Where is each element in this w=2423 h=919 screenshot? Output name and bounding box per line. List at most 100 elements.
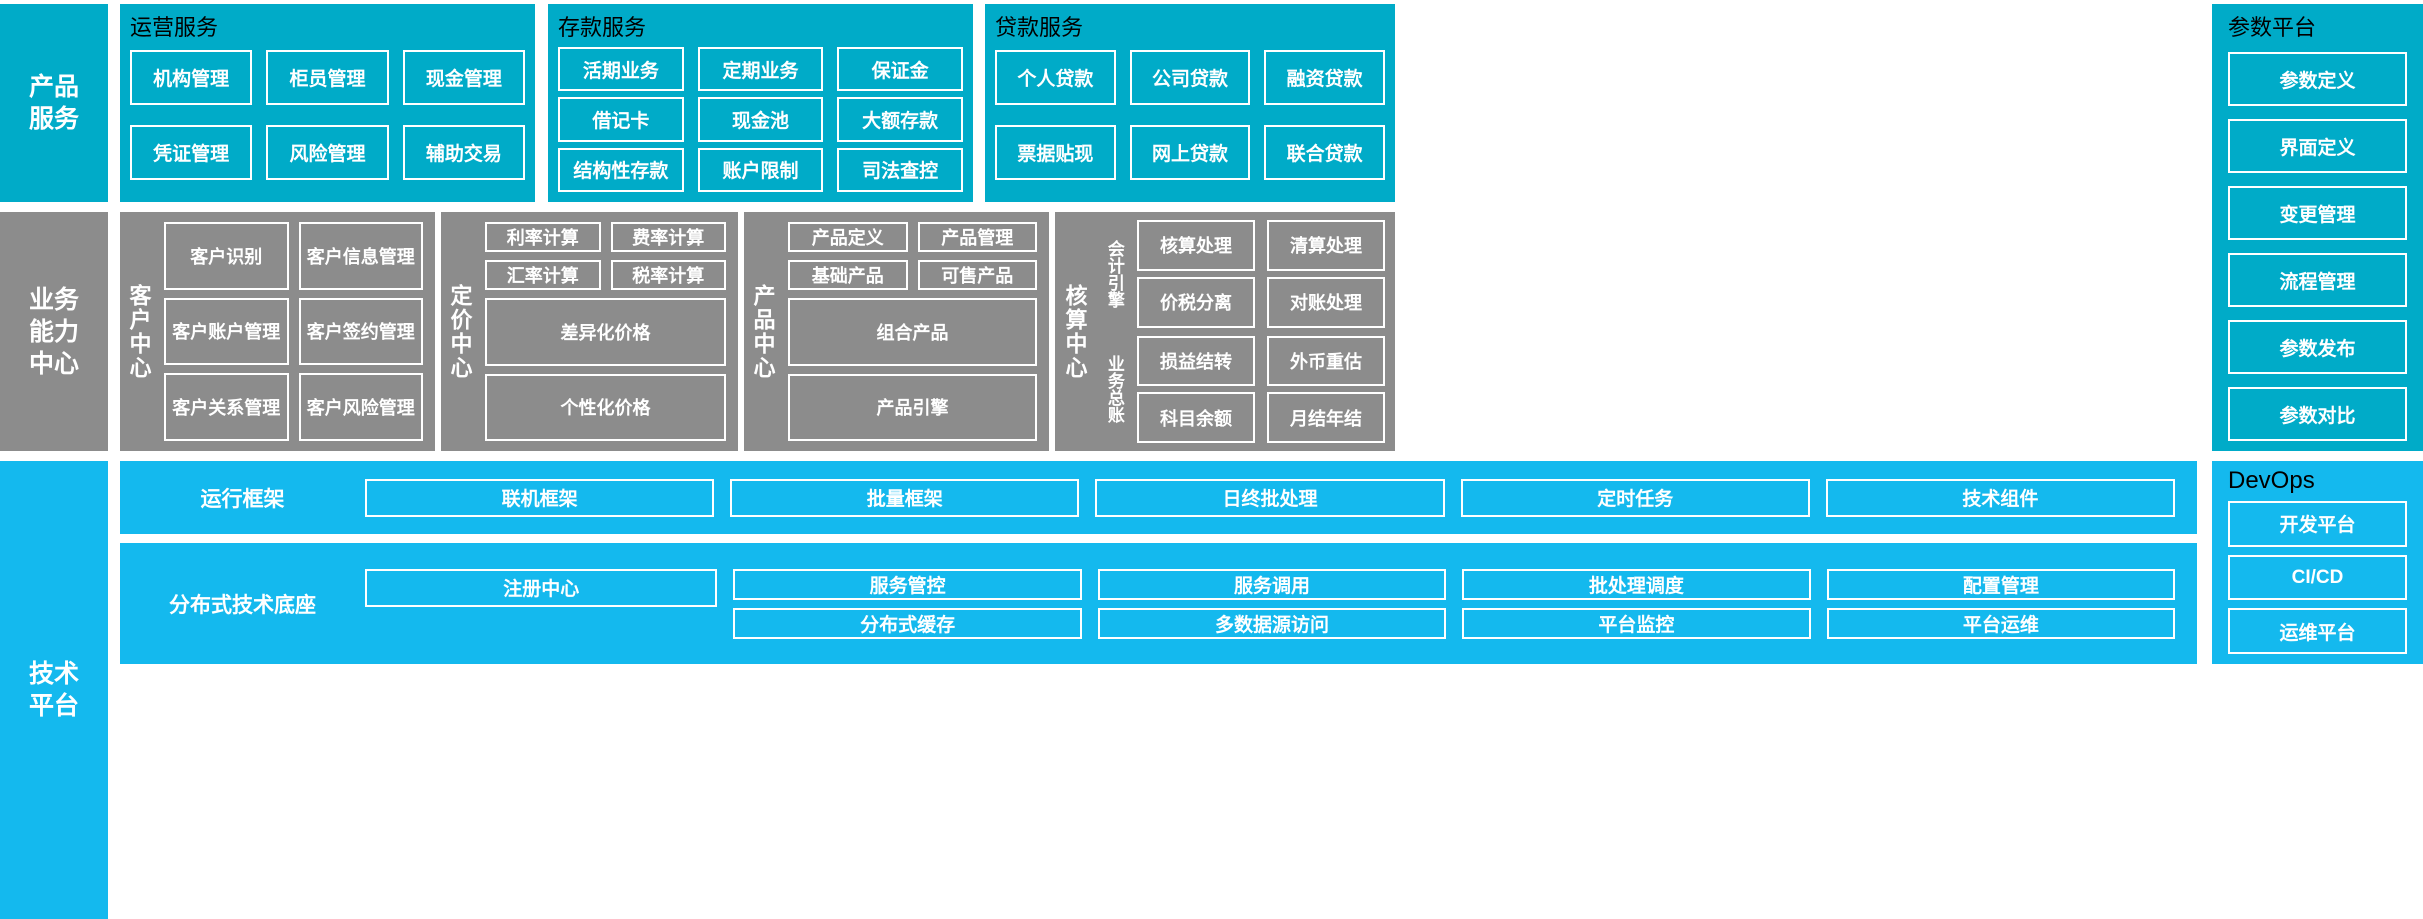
- cell-judicial-inquiry[interactable]: 司法查控: [837, 147, 963, 192]
- cell-accounting-processing[interactable]: 核算处理: [1137, 220, 1255, 271]
- cell-product-engine[interactable]: 产品引擎: [788, 373, 1037, 441]
- column-parameter-platform: 参数平台 参数定义 界面定义 变更管理 流程管理 参数发布 参数对比: [2212, 4, 2423, 451]
- cell-syndicated-loan[interactable]: 联合贷款: [1264, 125, 1385, 180]
- stack-config-management: 配置管理 平台运维: [1826, 568, 2176, 639]
- cell-teller-management[interactable]: 柜员管理: [266, 50, 389, 105]
- center-product-label: 产品中心: [750, 283, 776, 380]
- cell-large-deposit[interactable]: 大额存款: [837, 97, 963, 142]
- cell-sellable-product[interactable]: 可售产品: [917, 260, 1037, 290]
- cell-composite-product[interactable]: 组合产品: [788, 298, 1037, 366]
- band-run-framework-label: 运行框架: [200, 487, 285, 511]
- cell-exchange-rate-calculation[interactable]: 汇率计算: [485, 260, 601, 290]
- cell-interface-definition[interactable]: 界面定义: [2228, 119, 2407, 173]
- cell-bill-discount[interactable]: 票据贴现: [995, 125, 1116, 180]
- cell-technical-component[interactable]: 技术组件: [1825, 478, 2176, 517]
- cell-interest-rate-calculation[interactable]: 利率计算: [485, 222, 601, 252]
- cell-account-restriction[interactable]: 账户限制: [697, 147, 824, 192]
- cell-end-of-day-batch[interactable]: 日终批处理: [1095, 478, 1445, 517]
- cell-institution-management[interactable]: 机构管理: [130, 50, 253, 105]
- cell-platform-monitoring[interactable]: 平台监控: [1462, 607, 1811, 639]
- center-pricing: 定价中心 利率计算 费率计算 汇率计算 税率计算 差异化价格 个性化价格: [441, 212, 738, 451]
- cell-config-management[interactable]: 配置管理: [1826, 568, 2176, 600]
- center-product: 产品中心 产品定义 产品管理 基础产品 可售产品 组合产品 产品引擎: [744, 212, 1049, 451]
- cell-parameter-definition[interactable]: 参数定义: [2228, 52, 2407, 106]
- stack-service-invocation: 服务调用 多数据源访问: [1097, 568, 1447, 639]
- cell-ci-cd[interactable]: CI/CD: [2228, 554, 2407, 601]
- cell-margin-deposit[interactable]: 保证金: [837, 47, 963, 92]
- layer-rail-business-capability: 业务 能力 中心: [0, 212, 108, 451]
- cell-reconciliation-processing[interactable]: 对账处理: [1267, 276, 1385, 328]
- cell-personalized-pricing[interactable]: 个性化价格: [485, 373, 726, 441]
- cell-process-management[interactable]: 流程管理: [2228, 253, 2407, 307]
- cell-product-management[interactable]: 产品管理: [917, 222, 1037, 252]
- cell-time-deposit[interactable]: 定期业务: [697, 47, 824, 92]
- cell-product-definition[interactable]: 产品定义: [788, 222, 908, 252]
- cell-price-tax-separation[interactable]: 价税分离: [1137, 276, 1255, 328]
- band-distributed-base-label: 分布式技术底座: [169, 593, 316, 617]
- cell-cash-management[interactable]: 现金管理: [402, 50, 525, 105]
- cell-month-year-end-closing[interactable]: 月结年结: [1267, 392, 1385, 443]
- subblock-accounting-engine-label: 会计引擎: [1104, 239, 1124, 308]
- group-loan-service-title: 贷款服务: [995, 15, 1084, 40]
- cell-operations-platform[interactable]: 运维平台: [2228, 608, 2407, 655]
- cell-customer-info-management[interactable]: 客户信息管理: [298, 222, 423, 290]
- cell-foreign-currency-revaluation[interactable]: 外币重估: [1267, 335, 1385, 387]
- cell-parameter-compare[interactable]: 参数对比: [2228, 387, 2407, 441]
- cell-customer-identification[interactable]: 客户识别: [164, 222, 289, 290]
- cell-scheduled-task[interactable]: 定时任务: [1460, 478, 1810, 517]
- devops-title: DevOps: [2228, 467, 2315, 494]
- group-deposit-service-title: 存款服务: [558, 15, 647, 40]
- center-pricing-label: 定价中心: [447, 283, 473, 380]
- cell-demand-deposit[interactable]: 活期业务: [558, 47, 684, 92]
- subblock-accounting-engine: 会计引擎 核算处理 清算处理 价税分离 对账处理: [1097, 220, 1385, 328]
- cell-batch-framework[interactable]: 批量框架: [730, 478, 1080, 517]
- cell-voucher-management[interactable]: 凭证管理: [130, 125, 253, 180]
- cell-online-framework[interactable]: 联机框架: [365, 478, 715, 517]
- cell-service-invocation[interactable]: 服务调用: [1097, 568, 1447, 600]
- group-operations-service-title: 运营服务: [130, 15, 219, 40]
- center-accounting-label: 核算中心: [1062, 283, 1088, 380]
- cell-clearing-processing[interactable]: 清算处理: [1267, 220, 1385, 271]
- stack-batch-scheduling: 批处理调度 平台监控: [1462, 568, 1811, 639]
- cell-basic-product[interactable]: 基础产品: [788, 260, 908, 290]
- cell-account-balance[interactable]: 科目余额: [1137, 392, 1255, 443]
- cell-personal-loan[interactable]: 个人贷款: [995, 50, 1116, 105]
- parameter-platform-title: 参数平台: [2228, 15, 2317, 40]
- cell-cash-pool[interactable]: 现金池: [697, 97, 824, 142]
- cell-differentiated-pricing[interactable]: 差异化价格: [485, 298, 726, 366]
- subblock-business-ledger-label: 业务总账: [1104, 355, 1124, 424]
- cell-structured-deposit[interactable]: 结构性存款: [558, 147, 684, 192]
- cell-fee-rate-calculation[interactable]: 费率计算: [610, 222, 726, 252]
- column-devops: DevOps 开发平台 CI/CD 运维平台: [2212, 461, 2423, 664]
- cell-customer-contract-management[interactable]: 客户签约管理: [298, 297, 423, 366]
- cell-registry-center[interactable]: 注册中心: [365, 568, 718, 607]
- cell-batch-scheduling[interactable]: 批处理调度: [1462, 568, 1811, 600]
- cell-tax-rate-calculation[interactable]: 税率计算: [610, 260, 726, 290]
- cell-development-platform[interactable]: 开发平台: [2228, 501, 2407, 547]
- cell-platform-operations[interactable]: 平台运维: [1826, 607, 2176, 639]
- cell-profit-loss-carryover[interactable]: 损益结转: [1137, 335, 1255, 387]
- center-accounting: 核算中心 会计引擎 核算处理 清算处理 价税分离 对账处理 业务总账 损益结转 …: [1055, 212, 1395, 451]
- cell-debit-card[interactable]: 借记卡: [558, 97, 684, 142]
- layer-rail-product-service: 产品 服务: [0, 4, 108, 202]
- subblock-business-ledger: 业务总账 损益结转 外币重估 科目余额 月结年结: [1097, 335, 1385, 443]
- cell-change-management[interactable]: 变更管理: [2228, 186, 2407, 240]
- cell-auxiliary-transaction[interactable]: 辅助交易: [402, 125, 525, 180]
- layer-rail-product-service-label: 产品 服务: [28, 73, 79, 133]
- cell-service-governance[interactable]: 服务管控: [733, 568, 1082, 600]
- cell-corporate-loan[interactable]: 公司贷款: [1129, 50, 1251, 105]
- center-customer: 客户中心 客户识别 客户信息管理 客户账户管理 客户签约管理 客户关系管理 客户…: [120, 212, 435, 451]
- cell-customer-account-management[interactable]: 客户账户管理: [164, 297, 289, 366]
- group-loan-service: 贷款服务 个人贷款 公司贷款 融资贷款 票据贴现 网上贷款 联合贷款: [985, 4, 1395, 202]
- cell-customer-risk-management[interactable]: 客户风险管理: [298, 373, 423, 441]
- cell-multi-datasource-access[interactable]: 多数据源访问: [1097, 607, 1447, 639]
- cell-financing-loan[interactable]: 融资贷款: [1264, 50, 1385, 105]
- cell-parameter-publish[interactable]: 参数发布: [2228, 320, 2407, 374]
- layer-rail-technical-platform-label: 技术 平台: [28, 660, 79, 720]
- band-run-framework: 运行框架 联机框架 批量框架 日终批处理 定时任务 技术组件: [120, 461, 2197, 534]
- cell-distributed-cache[interactable]: 分布式缓存: [733, 607, 1082, 639]
- cell-online-loan[interactable]: 网上贷款: [1129, 125, 1251, 180]
- cell-customer-relationship-management[interactable]: 客户关系管理: [164, 373, 289, 441]
- cell-risk-management[interactable]: 风险管理: [266, 125, 389, 180]
